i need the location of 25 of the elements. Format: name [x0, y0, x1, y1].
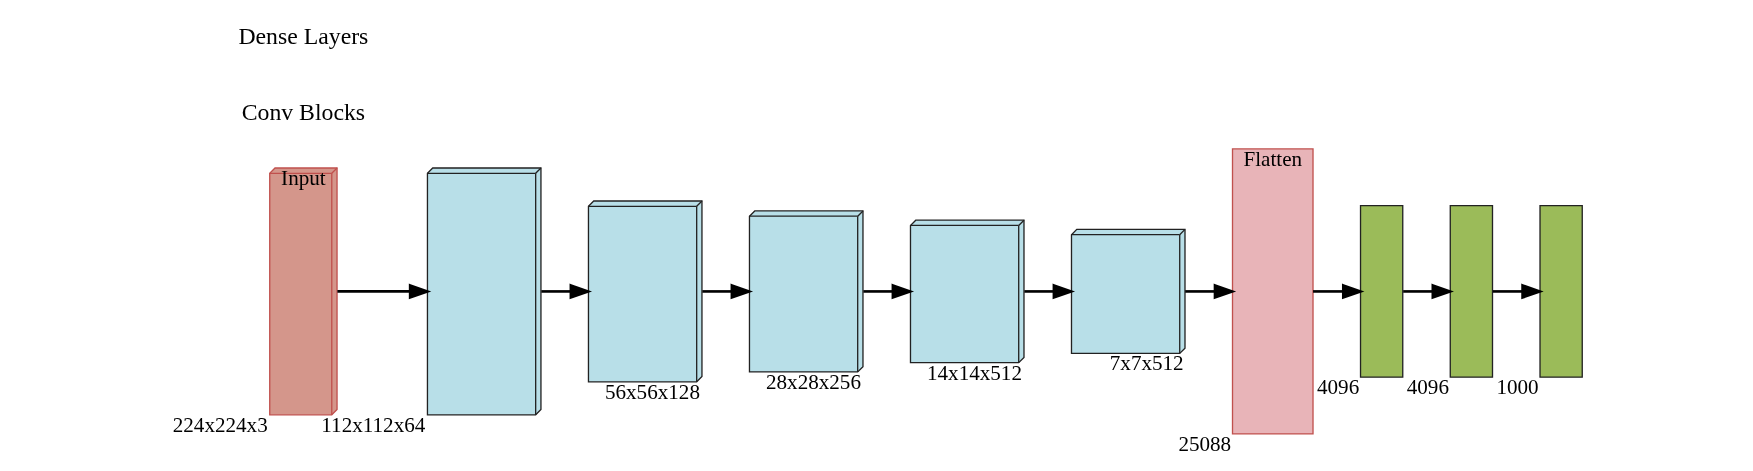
- node-label: 4096: [1316, 374, 1360, 399]
- node-bar: [1449, 204, 1494, 378]
- node-bar: [1359, 204, 1404, 378]
- node-label: 25088: [1178, 431, 1232, 456]
- node-label: 1000: [1496, 374, 1539, 399]
- node-label: 4096: [1406, 374, 1449, 399]
- node-label: 224x224x3: [172, 412, 268, 437]
- node-label: 7x7x512: [1109, 350, 1184, 375]
- node-label: 112x112x64: [321, 412, 426, 437]
- label: Conv Blocks: [241, 98, 366, 125]
- arrow: [863, 283, 915, 299]
- arrow: [702, 283, 754, 299]
- label: Dense Layers: [238, 22, 369, 49]
- arrow: [1024, 283, 1076, 299]
- arrow: [1403, 283, 1454, 299]
- node-label: 14x14x512: [926, 360, 1022, 385]
- node-label: 28x28x256: [765, 369, 861, 394]
- node-box: Flatten: [1231, 147, 1314, 435]
- arrow: [541, 283, 593, 299]
- arrow: [337, 283, 432, 299]
- node-bar: [1539, 204, 1583, 378]
- arrow: [1185, 283, 1237, 299]
- arrow: [1313, 283, 1365, 299]
- arrow: [1492, 283, 1544, 299]
- node-label: 56x56x128: [604, 379, 700, 404]
